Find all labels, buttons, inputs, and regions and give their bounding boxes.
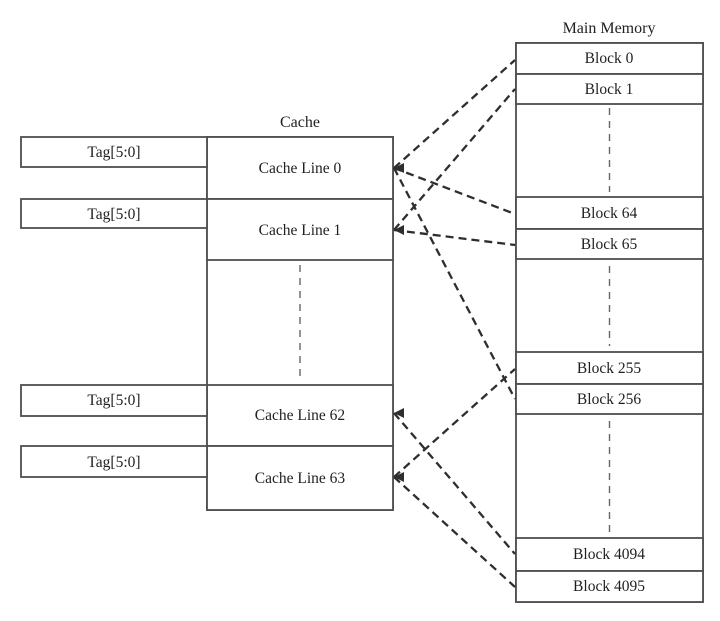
- memory-block-label-4094: Block 4094: [573, 546, 645, 563]
- connector-block0-line0: [393, 59, 516, 169]
- memory-block-row-1: [515, 73, 704, 105]
- tag-label-2: Tag[5:0]: [87, 392, 140, 409]
- cache-line-row-1: [206, 198, 394, 261]
- cache-line-label-0: Cache Line 0: [259, 160, 342, 177]
- memory-block-row-255: [515, 351, 704, 385]
- memory-block-row-4095: [515, 570, 704, 603]
- connector-block65-line1: [393, 228, 516, 247]
- memory-block-label-65: Block 65: [581, 236, 638, 253]
- cache-line-label-62: Cache Line 62: [255, 407, 345, 424]
- connector-block4095-line63: [393, 476, 516, 588]
- arrowhead-cache-line-62: [394, 408, 404, 418]
- cache-line-label-1: Cache Line 1: [259, 222, 342, 239]
- connector-block256-line0: [392, 167, 517, 400]
- memory-title: Main Memory: [563, 20, 656, 37]
- arrowhead-cache-line-63: [394, 472, 404, 482]
- connector-block255-line63: [393, 368, 516, 478]
- memory-block-label-4095: Block 4095: [573, 578, 645, 595]
- tag-label-0: Tag[5:0]: [87, 144, 140, 161]
- arrowhead-cache-line-0: [394, 163, 404, 173]
- cache-line-row-63: [206, 445, 394, 511]
- connector-block4094-line62: [393, 412, 516, 555]
- tag-label-1: Tag[5:0]: [87, 206, 140, 223]
- cache-line-label-63: Cache Line 63: [255, 470, 346, 487]
- cache-line-row-0: [206, 136, 394, 200]
- connector-block64-line0: [393, 166, 516, 216]
- memory-block-label-255: Block 255: [577, 360, 641, 377]
- memory-block-row-64: [515, 196, 704, 230]
- connector-block1-line1: [393, 88, 516, 231]
- memory-block-label-64: Block 64: [581, 205, 638, 222]
- tag-box-2: [20, 384, 208, 417]
- memory-block-row-65: [515, 228, 704, 260]
- tag-box-3: [20, 445, 208, 478]
- tag-box-0: [20, 136, 208, 168]
- arrowhead-cache-line-1: [394, 225, 404, 235]
- memory-block-row-0: [515, 42, 704, 75]
- memory-block-label-256: Block 256: [577, 391, 641, 408]
- tag-box-1: [20, 198, 208, 229]
- tag-label-3: Tag[5:0]: [87, 454, 140, 471]
- memory-block-row-256: [515, 383, 704, 415]
- cache-title: Cache: [280, 114, 320, 131]
- memory-block-label-0: Block 0: [585, 50, 634, 67]
- memory-block-label-1: Block 1: [585, 81, 634, 98]
- cache-line-row-62: [206, 384, 394, 447]
